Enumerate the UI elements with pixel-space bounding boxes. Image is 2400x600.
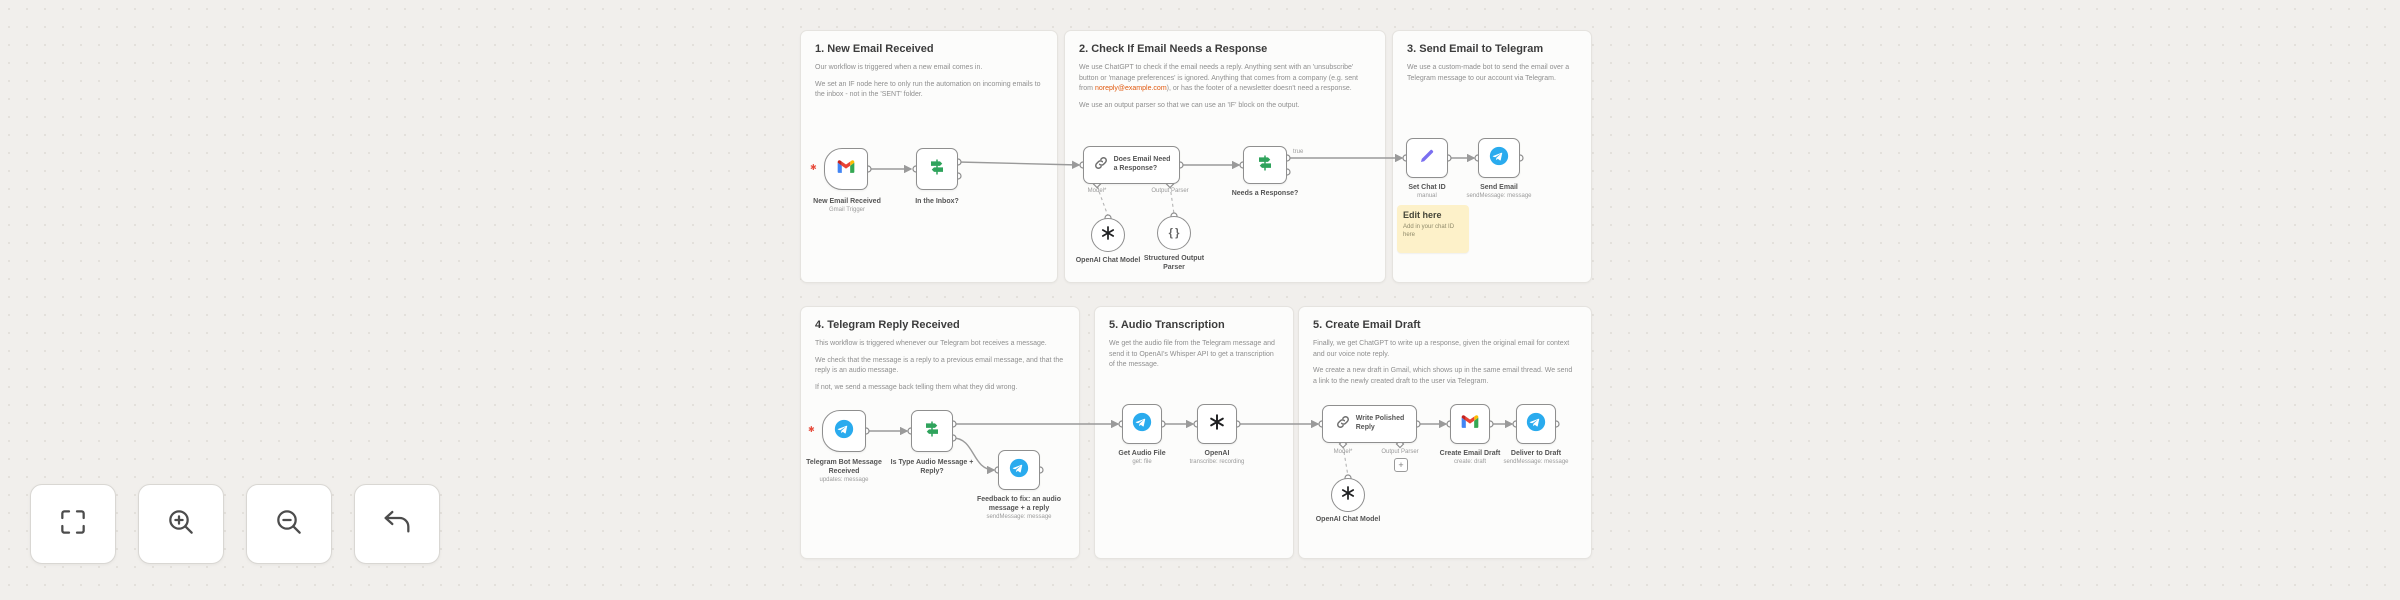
if-branch-icon	[928, 158, 946, 181]
chain-link-icon	[1093, 155, 1109, 176]
zoom-in-button[interactable]	[138, 484, 224, 564]
sticky-title: 5. Create Email Draft	[1313, 319, 1421, 331]
node-openai-transcribe[interactable]	[1197, 404, 1237, 444]
zoom-out-button[interactable]	[246, 484, 332, 564]
sticky-paragraph: We check that the message is a reply to …	[815, 356, 1064, 375]
node-label: Create Email Draft create: draft	[1439, 450, 1501, 466]
telegram-icon	[1132, 412, 1152, 437]
connector-label-model: Model*	[1087, 188, 1107, 194]
sticky-paragraph: Finally, we get ChatGPT to write up a re…	[1313, 340, 1570, 358]
sticky-title: 1. New Email Received	[815, 43, 934, 55]
node-structured-output-parser[interactable]: { }	[1157, 216, 1191, 250]
node-label: Is Type Audio Message +Reply?	[890, 459, 974, 476]
node-label: New Email Received Gmail Trigger	[813, 198, 881, 214]
node-label: OpenAI Chat Model	[1075, 257, 1141, 264]
trigger-pin-icon: ✱	[810, 163, 817, 172]
connector-label-output-parser: Output Parser	[1151, 188, 1189, 194]
connector-label-output-parser: Output Parser	[1381, 449, 1419, 455]
telegram-icon	[1489, 146, 1509, 171]
wire-true-label: true	[1293, 149, 1304, 155]
edit-here-note[interactable]: Edit here Add in your chat ID here	[1397, 205, 1469, 253]
node-openai-chat-model-2[interactable]	[1331, 478, 1365, 512]
zoom-to-fit-button[interactable]	[30, 484, 116, 564]
node-telegram-trigger[interactable]	[822, 410, 866, 452]
sticky-paragraph: We use a custom-made bot to send the ema…	[1407, 64, 1570, 82]
zoom-in-icon	[165, 506, 197, 543]
reset-zoom-button[interactable]	[354, 484, 440, 564]
sticky-title: 3. Send Email to Telegram	[1407, 43, 1544, 55]
node-send-email-telegram[interactable]	[1478, 138, 1520, 178]
sticky-paragraph: We set an IF node here to only run the a…	[815, 80, 1041, 99]
node-label: Send Email sendMessage: message	[1466, 184, 1532, 200]
zoom-out-icon	[273, 506, 305, 543]
node-label: OpenAI transcribe: recording	[1189, 450, 1245, 466]
node-needs-response-if[interactable]	[1243, 146, 1287, 184]
node-feedback-telegram[interactable]	[998, 450, 1040, 490]
email-link-text: noreply@example.com	[1094, 85, 1167, 92]
connector-label-model: Model*	[1333, 449, 1353, 455]
openai-icon	[1340, 485, 1356, 506]
node-openai-chat-model-1[interactable]	[1091, 218, 1125, 252]
node-deliver-to-draft[interactable]	[1516, 404, 1556, 444]
trigger-pin-icon: ✱	[808, 425, 815, 434]
reset-zoom-icon	[381, 506, 413, 543]
node-gmail-trigger[interactable]	[824, 148, 868, 190]
sticky-paragraph: If not, we send a message back telling t…	[815, 383, 1018, 391]
sticky-paragraph: We use an output parser so that we can u…	[1079, 101, 1300, 109]
node-set-chat-id[interactable]	[1406, 138, 1448, 178]
gmail-icon	[836, 157, 856, 182]
edit-note-body: Add in your chat ID here	[1403, 224, 1455, 239]
edit-note-title: Edit here	[1403, 210, 1442, 220]
node-label: Deliver to Draft sendMessage: message	[1503, 450, 1569, 466]
pencil-icon	[1418, 147, 1436, 170]
sticky-paragraph: Our workflow is triggered when a new ema…	[815, 64, 983, 71]
sticky-paragraph: This workflow is triggered whenever our …	[815, 340, 1047, 347]
if-branch-icon	[923, 420, 941, 443]
telegram-icon	[834, 419, 854, 444]
node-label: In the Inbox?	[915, 198, 959, 205]
node-inbox-if[interactable]	[916, 148, 958, 190]
openai-icon	[1100, 225, 1116, 246]
sticky-title: 2. Check If Email Needs a Response	[1079, 43, 1268, 55]
node-label: OpenAI Chat Model	[1315, 516, 1381, 523]
node-get-audio-file[interactable]	[1122, 404, 1162, 444]
zoom-to-fit-icon	[57, 506, 89, 543]
add-node-button[interactable]: +	[1394, 458, 1408, 472]
sticky-paragraph: We use ChatGPT to check if the email nee…	[1079, 64, 1358, 92]
openai-icon	[1208, 413, 1226, 436]
sticky-title: 4. Telegram Reply Received	[815, 319, 960, 331]
braces-icon: { }	[1168, 227, 1180, 239]
sticky-paragraph: We get the audio file from the Telegram …	[1109, 340, 1275, 368]
telegram-icon	[1526, 412, 1546, 437]
node-label: Get Audio File get: file	[1118, 450, 1166, 466]
node-audio-reply-if[interactable]	[911, 410, 953, 452]
node-label: Needs a Response?	[1231, 190, 1299, 197]
node-create-email-draft[interactable]	[1450, 404, 1490, 444]
telegram-icon	[1009, 458, 1029, 483]
node-label: Set Chat ID manual	[1408, 184, 1446, 200]
gmail-icon	[1460, 412, 1480, 437]
chain-link-icon	[1335, 414, 1351, 435]
sticky-paragraph: We create a new draft in Gmail, which sh…	[1313, 367, 1573, 385]
if-branch-icon	[1256, 154, 1274, 177]
sticky-title: 5. Audio Transcription	[1109, 319, 1225, 331]
